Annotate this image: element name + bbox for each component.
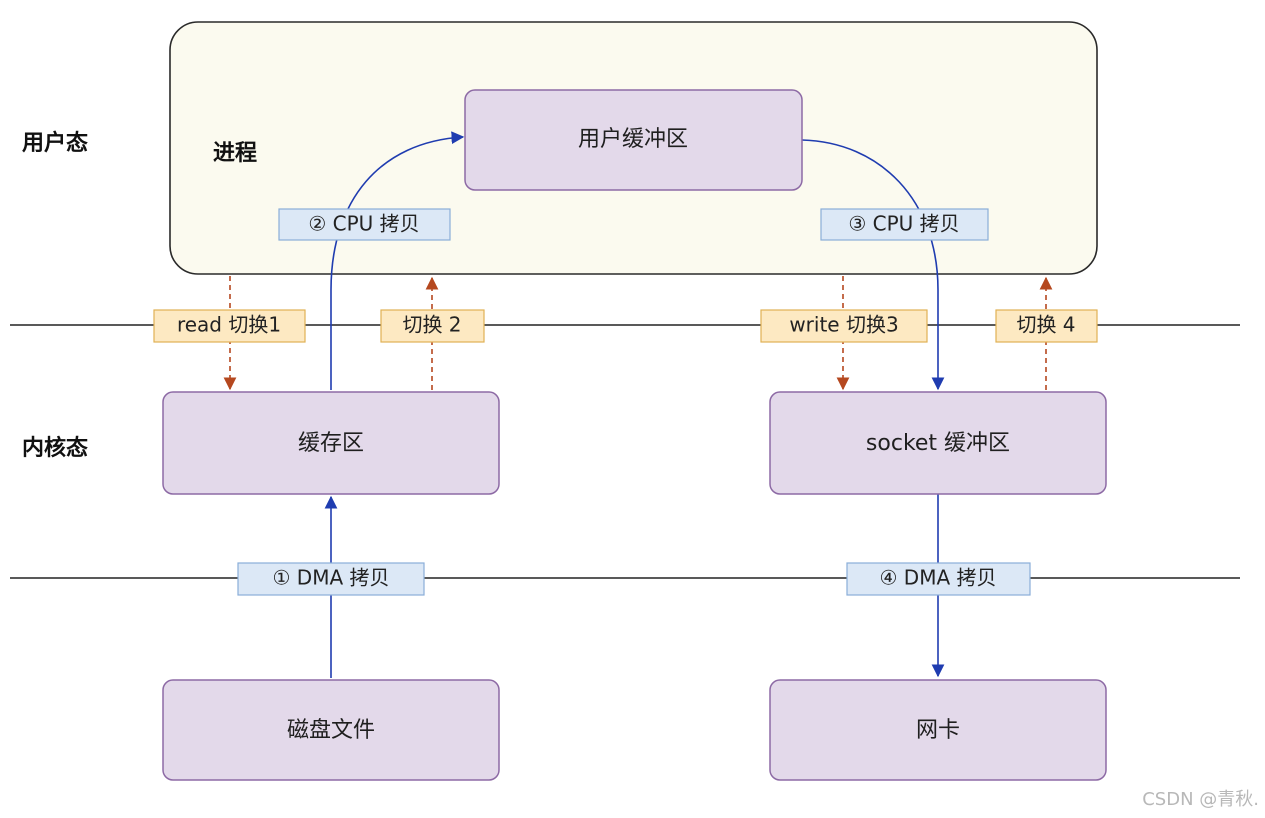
switch-3-tag: write 切换3	[760, 309, 928, 343]
switch-1-tag: read 切换1	[153, 309, 306, 343]
switch-2-tag: 切换 2	[380, 309, 485, 343]
cpu-copy-2-tag: ② CPU 拷贝	[278, 208, 451, 241]
cpu-copy-3-label: ③ CPU 拷贝	[848, 212, 959, 236]
cache-label: 缓存区	[298, 431, 364, 456]
dma-copy-1-tag: ① DMA 拷贝	[237, 562, 425, 596]
dma-copy-4-tag: ④ DMA 拷贝	[846, 562, 1031, 596]
user-buffer-label: 用户缓冲区	[578, 127, 688, 152]
dma-copy-4-label: ④ DMA 拷贝	[880, 566, 997, 590]
disk-file-box: 磁盘文件	[162, 679, 500, 781]
nic-label: 网卡	[916, 718, 960, 743]
user-buffer-box: 用户缓冲区	[464, 89, 803, 191]
switch-2-label: 切换 2	[402, 313, 461, 337]
cpu-copy-2-arrow	[330, 131, 465, 390]
cache-box: 缓存区	[162, 391, 500, 495]
dma-copy-1-label: ① DMA 拷贝	[273, 566, 390, 590]
cpu-copy-3-tag: ③ CPU 拷贝	[820, 208, 989, 241]
process-label: 进程	[213, 141, 257, 166]
socket-buffer-box: socket 缓冲区	[769, 391, 1107, 495]
csdn-watermark: CSDN @青秋.	[1142, 789, 1259, 810]
disk-file-label: 磁盘文件	[287, 718, 375, 743]
user-mode-label: 用户态	[22, 130, 88, 156]
switch-1-label: read 切换1	[177, 313, 281, 337]
nic-box: 网卡	[769, 679, 1107, 781]
cpu-copy-3-arrow	[801, 139, 945, 391]
switch-4-label: 切换 4	[1016, 313, 1075, 337]
cpu-copy-2-label: ② CPU 拷贝	[308, 212, 419, 236]
socket-buffer-label: socket 缓冲区	[866, 431, 1010, 456]
switch-4-tag: 切换 4	[995, 309, 1098, 343]
kernel-mode-label: 内核态	[22, 435, 88, 461]
switch-3-label: write 切换3	[789, 313, 898, 337]
